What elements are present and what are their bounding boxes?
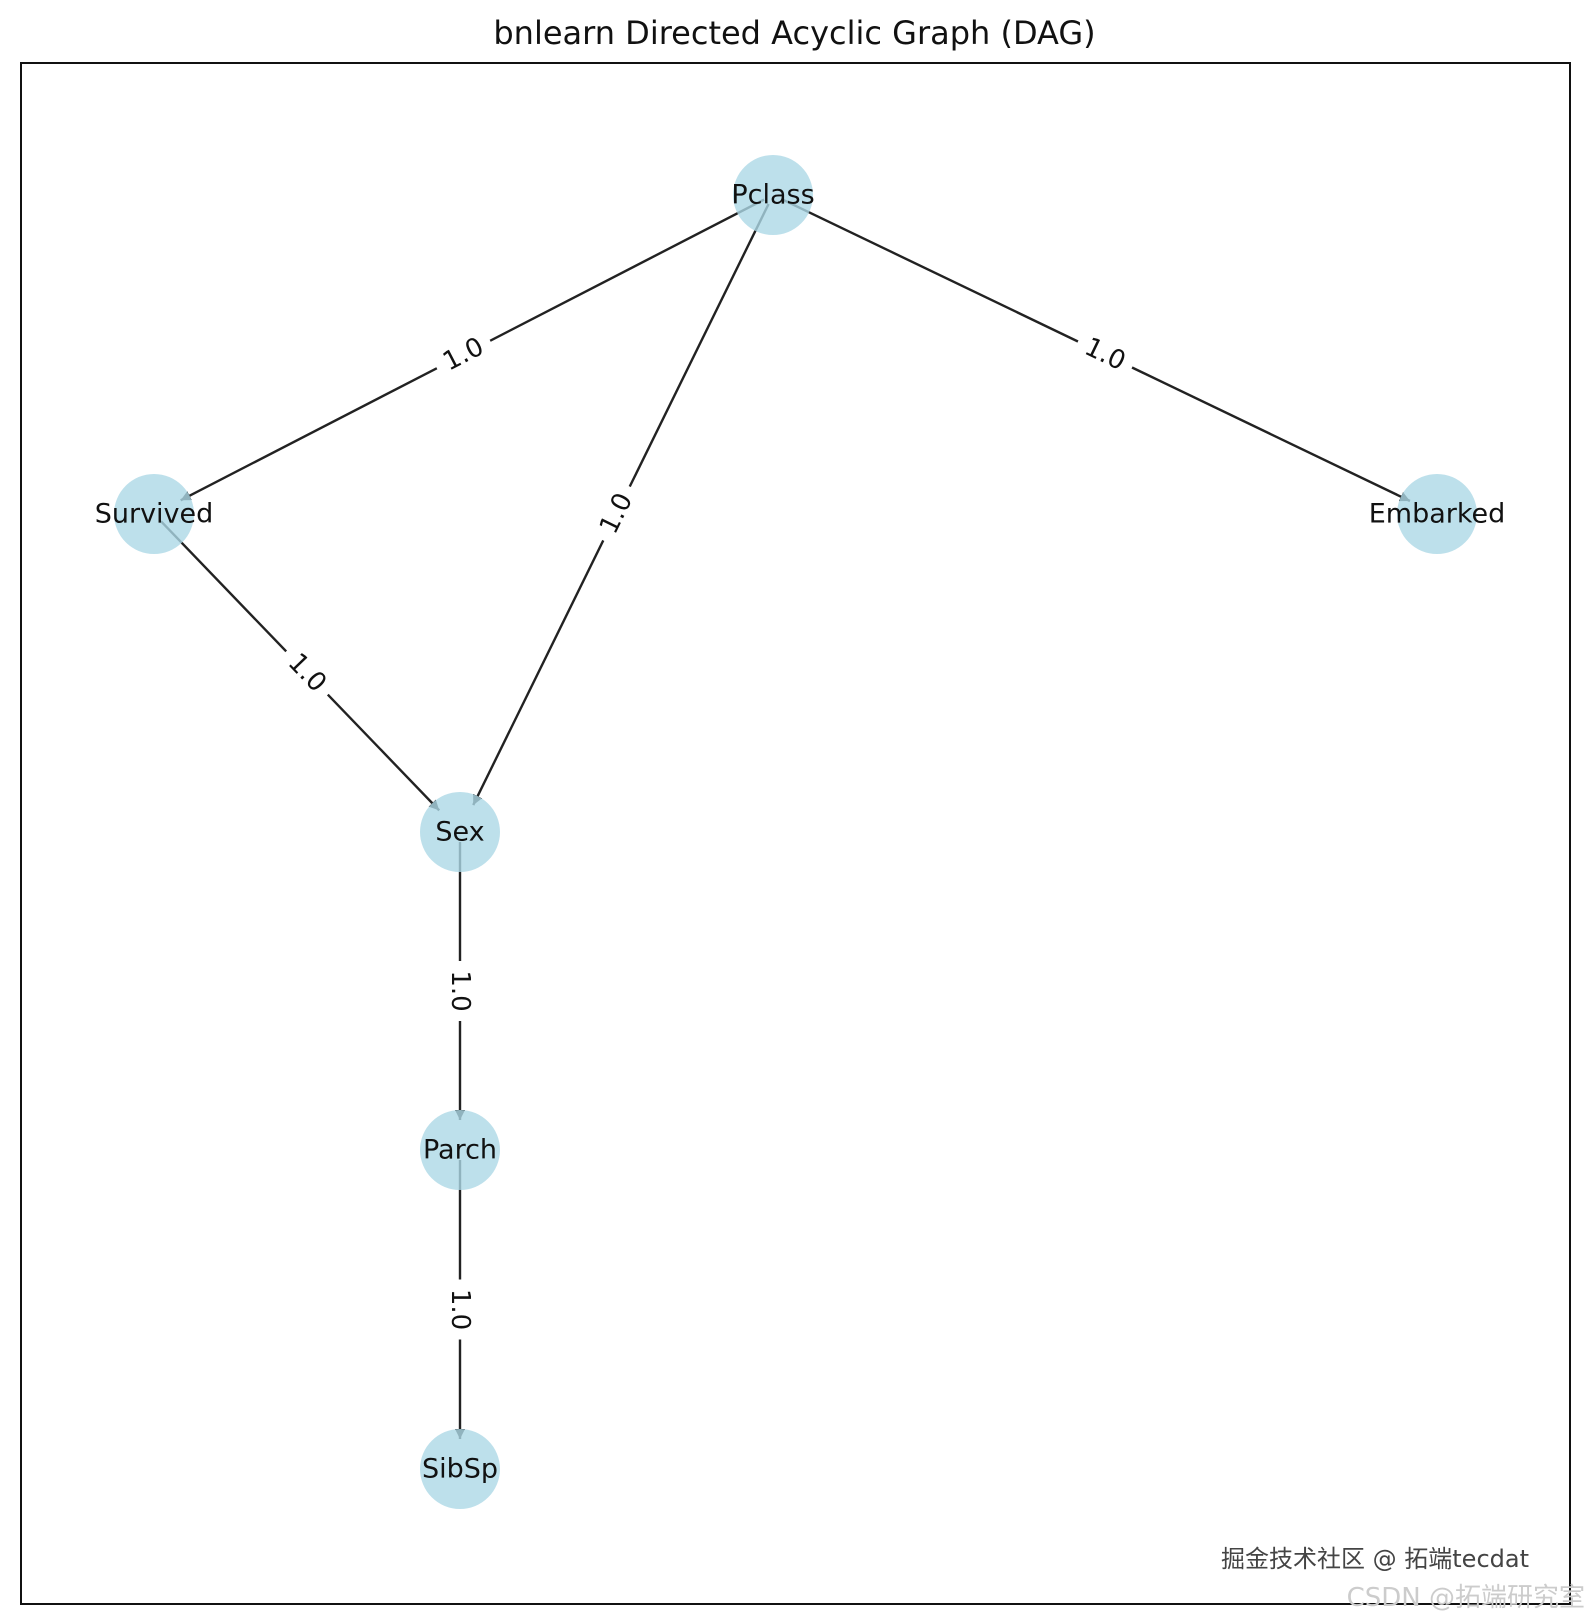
edge-label-background — [587, 478, 646, 549]
edge-label-background — [442, 961, 478, 1021]
node-label-pclass: Pclass — [731, 180, 814, 211]
node-pclass — [733, 155, 813, 235]
plot-frame — [20, 62, 1571, 1605]
node-label-parch: Parch — [423, 1135, 497, 1166]
edge-labels-layer: 1.01.01.01.01.01.0 — [273, 324, 1140, 1340]
edge-label-background — [1070, 325, 1140, 384]
edge-label-group: 1.0 — [442, 1279, 478, 1340]
edge-label-background — [428, 324, 499, 385]
edge-label-group: 1.0 — [1070, 325, 1140, 384]
node-sibsp — [420, 1429, 500, 1509]
node-sex — [420, 792, 500, 872]
diagram-title: bnlearn Directed Acyclic Graph (DAG) — [493, 14, 1096, 52]
node-survived — [114, 474, 194, 554]
node-label-embarked: Embarked — [1369, 499, 1506, 530]
edge-label-group: 1.0 — [587, 478, 646, 549]
edge-label-group: 1.0 — [428, 324, 499, 385]
node-label-sibsp: SibSp — [422, 1454, 498, 1485]
edges-layer — [160, 198, 1411, 1439]
edge-weight-label: 1.0 — [445, 970, 475, 1011]
watermark-text: 掘金技术社区 @ 拓端tecdat — [1221, 1545, 1529, 1573]
node-label-sex: Sex — [435, 817, 484, 848]
edge-label-background — [442, 1279, 478, 1340]
node-embarked — [1397, 474, 1477, 554]
edge-label-group: 1.0 — [442, 961, 478, 1021]
node-label-survived: Survived — [95, 499, 214, 530]
node-parch — [420, 1110, 500, 1190]
edge-weight-label: 1.0 — [445, 1289, 475, 1330]
edge-label-background — [273, 638, 341, 708]
watermark-csdn-text: CSDN @拓端研究室 — [1346, 1583, 1585, 1613]
